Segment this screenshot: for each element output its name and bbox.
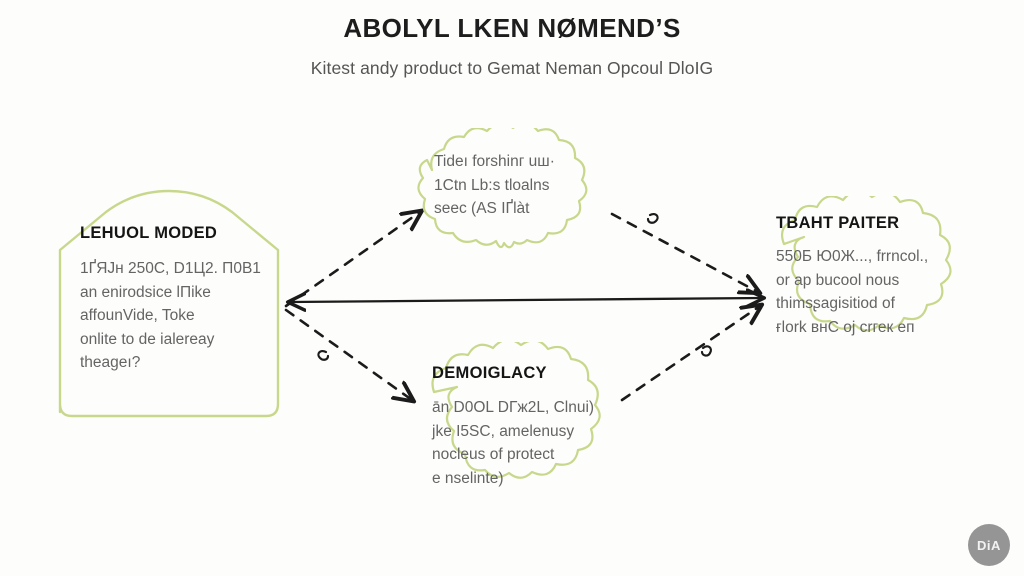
page-title: ABOLYL LKEN NØMEND’S bbox=[343, 13, 681, 43]
connector-top-right-dashed bbox=[610, 212, 758, 292]
node-top-cloud-content: Tideı forshinг uш· 1Ctn Lb:s tloalns see… bbox=[434, 150, 610, 221]
connector-left-bottom-dashed bbox=[284, 308, 412, 400]
node-top-cloud-body-line: Tideı forshinг uш· bbox=[434, 153, 555, 170]
node-top-cloud-body-line: seec (AS IҐlàt bbox=[434, 200, 530, 218]
node-left-body-line: 1ҐЯJн 250C, D1Ц2. П0В1 bbox=[80, 260, 261, 277]
node-bottom-cloud-body-line: e nselinte) bbox=[432, 469, 504, 487]
node-right-cloud-body-line: or ap bucool nous bbox=[776, 271, 900, 289]
node-bottom-cloud[interactable]: DEMOIGLACY ān D0OL DГж2L, Clnui) јke I5S… bbox=[400, 342, 628, 534]
node-bottom-cloud-body-line: nocleus of protect bbox=[432, 446, 555, 464]
node-left-body-line: theageı? bbox=[80, 354, 141, 372]
node-left-body-line: affounVide, Toke bbox=[80, 307, 195, 325]
connector-left-right-solid bbox=[290, 298, 762, 302]
watermark-badge: DiA bbox=[968, 524, 1010, 566]
node-right-cloud[interactable]: TBAHT PAITER 550Б Ю0Ж..., frrncol., or a… bbox=[748, 196, 986, 386]
node-left-body: 1ҐЯJн 250C, D1Ц2. П0В1 an enirodsice lПi… bbox=[80, 257, 266, 375]
connector-bottom-right-dashed bbox=[620, 306, 760, 402]
node-bottom-cloud-body-line: јke I5SC, amеlenusy bbox=[432, 422, 575, 440]
node-left[interactable]: LEHUOL MODED 1ҐЯJн 250C, D1Ц2. П0В1 an e… bbox=[56, 188, 282, 420]
node-right-cloud-body-line: thimsʂagisitiod of bbox=[776, 295, 895, 313]
node-left-body-line: onlite to de ialereay bbox=[80, 330, 215, 348]
node-right-cloud-body-line: 550Б Ю0Ж..., frrncol., bbox=[776, 248, 929, 265]
node-right-cloud-heading: TBAHT PAITER bbox=[776, 214, 900, 232]
node-top-cloud-outline bbox=[417, 128, 588, 249]
node-left-outline bbox=[58, 189, 280, 418]
diagram-header: ABOLYL LKEN NØMEND’S Kitest andy product… bbox=[0, 13, 1024, 79]
node-left-heading: LEHUOL MODED bbox=[80, 224, 218, 242]
node-bottom-cloud-outline bbox=[431, 342, 601, 479]
node-right-cloud-content: TBAHT PAITER 550Б Ю0Ж..., frrncol., or a… bbox=[776, 214, 976, 339]
node-right-cloud-body-line: ғlork внC oј crгек eп bbox=[776, 318, 915, 336]
node-top-cloud-body-line: 1Ctn Lb:s tloalns bbox=[434, 176, 550, 194]
page-subtitle: Kitest andy product to Gemat Neman Opcou… bbox=[310, 57, 714, 78]
node-left-body-line: an enirodsice lПike bbox=[80, 283, 211, 301]
node-top-cloud[interactable]: Tideı forshinг uш· 1Ctn Lb:s tloalns see… bbox=[396, 128, 618, 290]
node-bottom-cloud-heading: DEMOIGLACY bbox=[432, 364, 547, 382]
node-bottom-cloud-body-line: ān D0OL DГж2L, Clnui) bbox=[432, 399, 595, 416]
node-bottom-cloud-body: ān D0OL DГж2L, Clnui) јke I5SC, amеlenus… bbox=[432, 396, 620, 490]
node-left-content: LEHUOL MODED 1ҐЯJн 250C, D1Ц2. П0В1 an e… bbox=[80, 224, 266, 375]
node-bottom-cloud-content: DEMOIGLACY ān D0OL DГж2L, Clnui) јke I5S… bbox=[432, 364, 620, 490]
node-top-cloud-body: Tideı forshinг uш· 1Ctn Lb:s tloalns see… bbox=[434, 150, 610, 221]
node-right-cloud-body: 550Б Ю0Ж..., frrncol., or ap bucool nous… bbox=[776, 245, 976, 339]
node-right-cloud-outline bbox=[780, 196, 952, 332]
